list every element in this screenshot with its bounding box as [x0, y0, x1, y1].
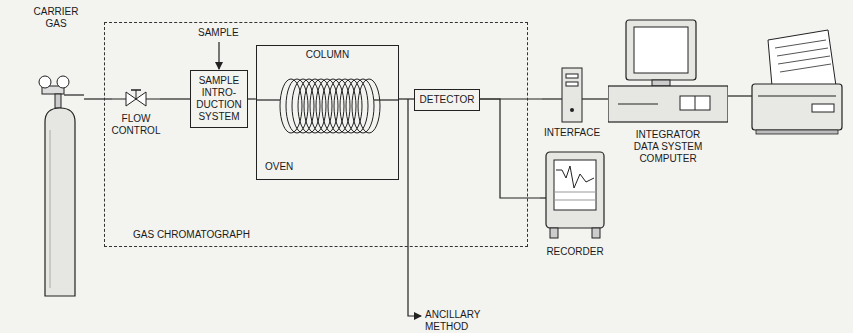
drawing-stroke — [562, 68, 582, 122]
node-label: CARRIER GAS — [28, 6, 84, 30]
ancillary-arrow — [408, 99, 421, 316]
drawing-stroke — [286, 79, 308, 133]
drawing-stroke — [136, 90, 137, 99]
node-label: FLOW CONTROL — [112, 113, 161, 137]
gas-line-connector — [160, 98, 190, 99]
node-label: DETECTOR — [420, 94, 475, 106]
printer-illustration — [752, 30, 842, 134]
oven-box: COLUMN OVEN — [256, 45, 399, 180]
drawing-stroke — [652, 80, 670, 86]
drawing-stroke — [50, 130, 51, 288]
drawing-stroke — [540, 197, 546, 198]
drawing-stroke — [566, 82, 578, 86]
gas-line-connector — [248, 98, 256, 99]
drawing-stroke — [566, 74, 578, 78]
chart-recorder — [540, 148, 610, 243]
integrator-computer: INTEGRATOR DATA SYSTEM COMPUTER — [608, 18, 728, 165]
flow-control-valve: FLOW CONTROL — [112, 88, 160, 137]
node-label: INTEGRATOR DATA SYSTEM COMPUTER — [631, 129, 705, 165]
drawing-stroke — [374, 99, 398, 100]
drawing-stroke — [316, 79, 338, 133]
gas-line-connector — [602, 98, 608, 99]
valve-symbol — [112, 88, 160, 110]
drawing-stroke — [340, 79, 362, 133]
carrier-gas-cylinder: CARRIER GAS — [28, 6, 84, 300]
sample-intro-box: SAMPLE INTRO- DUCTION SYSTEM — [190, 70, 248, 128]
recorder-unit: RECORDER — [540, 148, 610, 258]
drawing-stroke — [126, 92, 136, 106]
drawing-stroke — [554, 192, 596, 193]
drawing-stroke — [45, 108, 75, 296]
drawing-stroke — [634, 27, 688, 73]
paper-line — [775, 40, 826, 48]
drawing-stroke — [608, 86, 728, 122]
drawing-stroke — [546, 152, 604, 228]
drawing-stroke — [328, 79, 350, 133]
drawing-stroke — [39, 76, 51, 88]
node-label: COLUMN — [306, 49, 349, 61]
printer-foot — [756, 130, 838, 134]
node-label: SAMPLE INTRO- DUCTION SYSTEM — [194, 75, 244, 123]
node-label: OVEN — [265, 161, 293, 173]
drawing-stroke — [592, 228, 600, 238]
drawing-stroke — [310, 79, 332, 133]
printer-cable — [728, 95, 752, 96]
gas-line-connector — [84, 98, 112, 99]
drawing-stroke — [131, 89, 141, 91]
drawing-stroke — [280, 79, 302, 133]
printer-panel — [812, 104, 834, 112]
column-coil — [257, 46, 398, 179]
paper-line — [777, 48, 828, 56]
drawing-stroke — [322, 79, 344, 133]
drawing-stroke — [550, 228, 558, 238]
drawing-stroke — [680, 96, 710, 110]
drawing-stroke — [298, 79, 320, 133]
drawing-stroke — [346, 79, 368, 133]
drawing-stroke — [695, 96, 696, 110]
drawing-stroke — [358, 79, 380, 133]
drawing-stroke — [542, 98, 562, 99]
drawing-stroke — [556, 166, 594, 188]
drawing-stroke — [352, 79, 374, 133]
drawing-stroke — [64, 94, 84, 95]
drawing-stroke — [257, 99, 280, 100]
drawing-stroke — [292, 79, 314, 133]
printer-paper — [768, 30, 836, 86]
drawing-stroke — [55, 94, 61, 108]
gas-line-connector — [399, 98, 414, 99]
gc-dashed-enclosure: GAS CHROMATOGRAPH FLOW CONTROL SAMPLE INTR… — [104, 22, 528, 247]
node-label: RECORDER — [546, 246, 603, 258]
drawing-stroke — [570, 108, 574, 112]
gas-cylinder — [28, 30, 84, 300]
drawing-stroke — [618, 104, 658, 105]
paper-line — [778, 56, 830, 64]
node-label: INTERFACE — [544, 127, 600, 139]
drawing-stroke — [554, 200, 596, 201]
drawing-stroke — [626, 20, 696, 80]
interface-unit — [542, 66, 602, 124]
sample-arrow — [218, 42, 219, 69]
drawing-stroke — [582, 98, 602, 99]
drawing-stroke — [136, 92, 146, 106]
computer-illustration — [608, 18, 728, 126]
printer-body — [752, 84, 842, 130]
drawing-stroke — [334, 79, 356, 133]
detector-box: DETECTOR — [414, 89, 480, 111]
gas-line-connector — [480, 99, 540, 198]
drawing-stroke — [554, 160, 596, 210]
drawing-stroke — [57, 76, 69, 88]
annotation-label: SAMPLE — [198, 27, 239, 39]
annotation-label: ANCILLARY METHOD — [425, 309, 497, 333]
printer-slot — [758, 96, 836, 97]
paper-line — [780, 64, 831, 72]
interface-unit: INTERFACE — [542, 66, 602, 139]
node-label: GAS CHROMATOGRAPH — [133, 229, 250, 241]
drawing-stroke — [304, 79, 326, 133]
